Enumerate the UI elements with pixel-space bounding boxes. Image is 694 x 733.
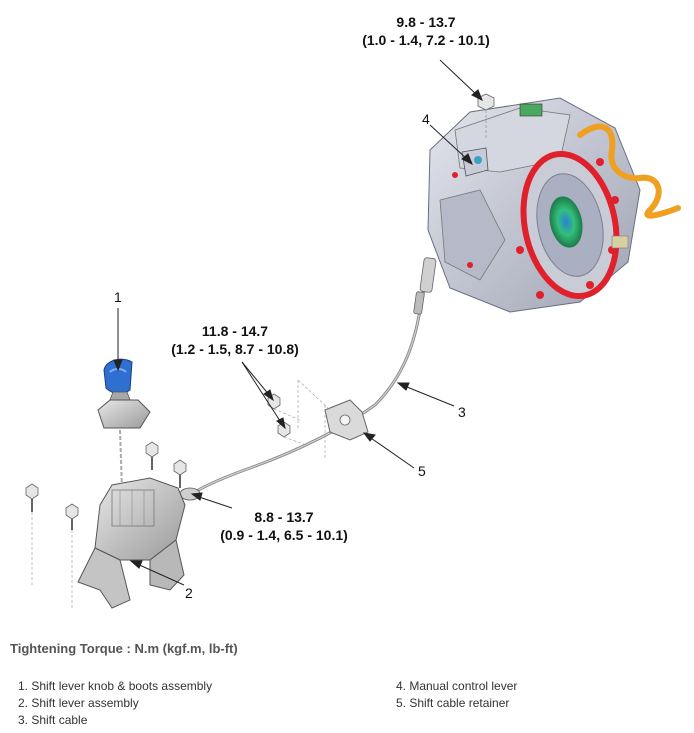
torque-cable-end: 8.8 - 13.7 (0.9 - 1.4, 6.5 - 10.1)	[200, 508, 368, 544]
torque-retainer-bolts-nm: 11.8 - 14.7	[201, 323, 269, 339]
torque-top-nut-nm: 9.8 - 13.7	[396, 14, 456, 30]
legend-item-4: 4. Manual control lever	[396, 679, 518, 693]
hose	[577, 123, 681, 219]
shift-cable-retainer	[297, 379, 369, 460]
shift-lever-bolts	[25, 441, 187, 608]
leader-lines	[113, 59, 483, 586]
exploded-diagram	[25, 59, 681, 609]
tightening-torque-caption: Tightening Torque : N.m (kgf.m, lb-ft)	[10, 641, 238, 656]
callout-5: 5	[418, 463, 426, 479]
legend-item-2: 2. Shift lever assembly	[18, 696, 139, 710]
torque-cable-end-nm: 8.8 - 13.7	[254, 509, 314, 525]
torque-top-nut: 9.8 - 13.7 (1.0 - 1.4, 7.2 - 10.1)	[340, 13, 512, 49]
legend-right: 4. Manual control lever 5. Shift cable r…	[396, 678, 517, 712]
torque-cable-end-units: (0.9 - 1.4, 6.5 - 10.1)	[220, 527, 348, 543]
torque-top-nut-units: (1.0 - 1.4, 7.2 - 10.1)	[362, 32, 490, 48]
shift-cable	[179, 257, 437, 501]
torque-retainer-bolts-units: (1.2 - 1.5, 8.7 - 10.8)	[171, 341, 299, 357]
callout-4: 4	[422, 111, 430, 127]
top-nut	[477, 93, 495, 140]
callout-1: 1	[114, 289, 122, 305]
shift-lever-knob	[97, 358, 151, 429]
torque-converter-hub	[549, 196, 583, 248]
legend-item-5: 5. Shift cable retainer	[396, 696, 510, 710]
callout-2: 2	[185, 585, 193, 601]
legend-item-1: 1. Shift lever knob & boots assembly	[18, 679, 213, 693]
transmission-assembly	[427, 93, 681, 313]
legend-item-3: 3. Shift cable	[18, 713, 88, 727]
callout-3: 3	[458, 404, 466, 420]
torque-retainer-bolts: 11.8 - 14.7 (1.2 - 1.5, 8.7 - 10.8)	[150, 322, 320, 358]
shift-lever-assembly	[77, 429, 186, 609]
retainer-bolts	[267, 393, 307, 446]
legend-left: 1. Shift lever knob & boots assembly 2. …	[18, 678, 212, 729]
